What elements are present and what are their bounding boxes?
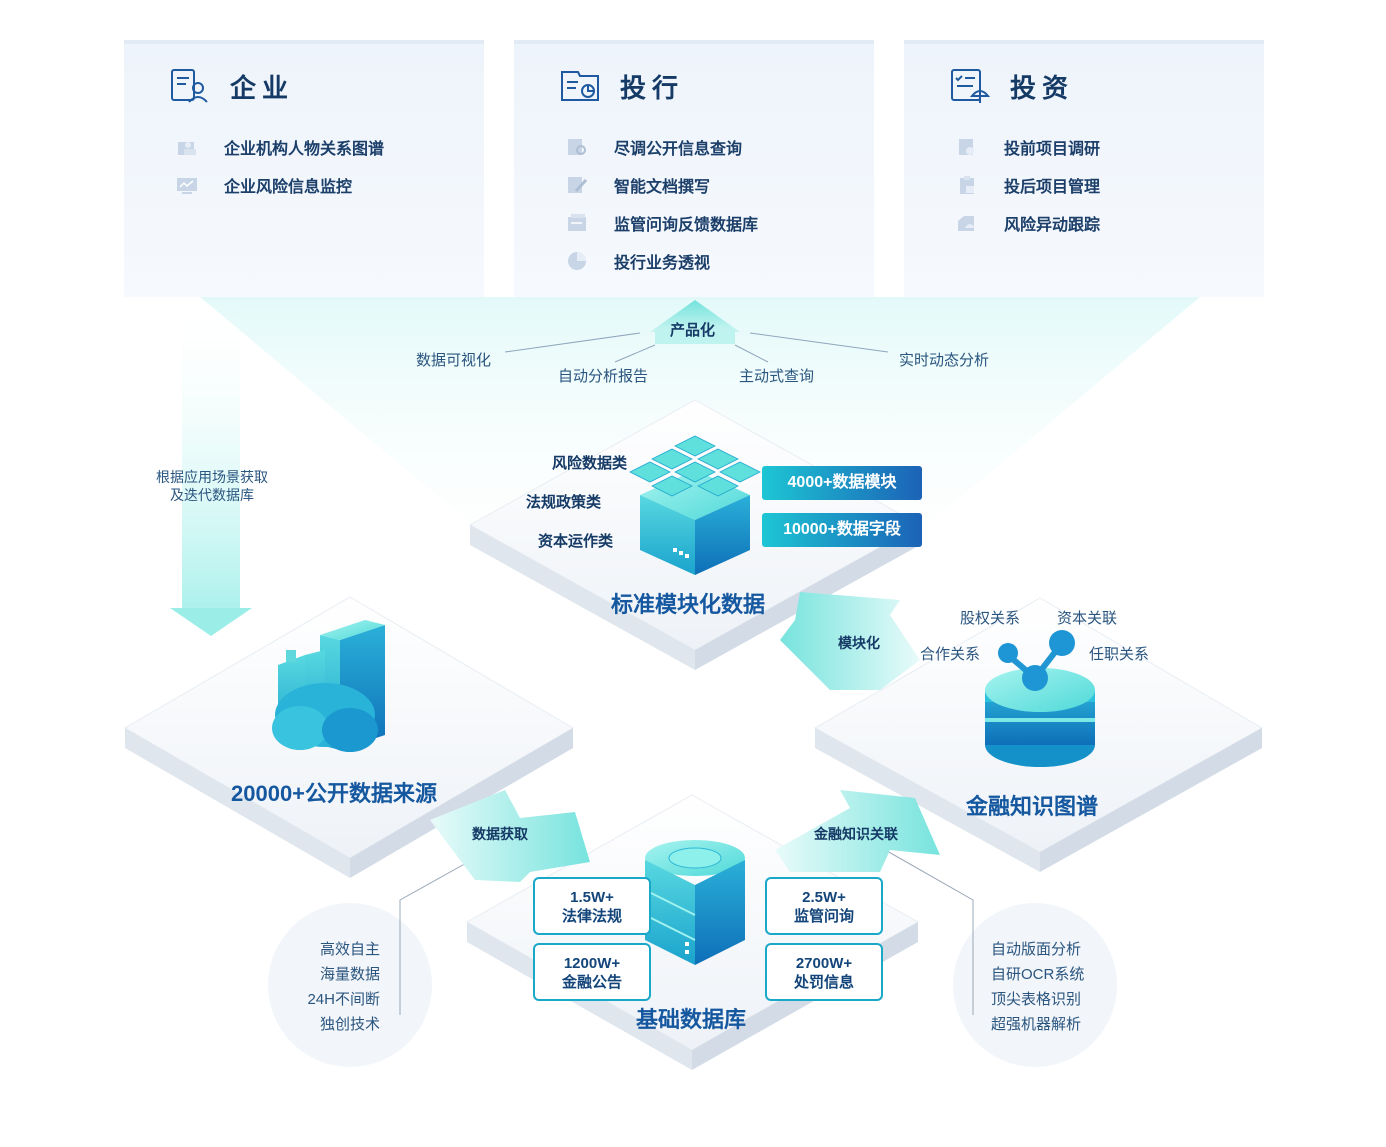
capability-label: 自研OCR系统 <box>991 966 1085 983</box>
modular-arrow-label: 模块化 <box>838 635 880 651</box>
risk-monitor-icon <box>177 178 197 194</box>
standard-data-title: 标准模块化数据 <box>611 592 766 617</box>
panel-item[interactable]: 投前项目调研 <box>956 128 1100 166</box>
stat-box: 2.5W+ 监管问询 <box>765 877 883 935</box>
category-label: 资本运作类 <box>538 533 614 550</box>
panel-item-label: 企业风险信息监控 <box>224 179 353 196</box>
project-manage-icon <box>960 176 974 194</box>
feature-label: 数据可视化 <box>416 352 492 369</box>
panel-item-label: 投行业务透视 <box>614 255 711 272</box>
feature-label: 实时动态分析 <box>899 352 990 369</box>
stat-value: 2.5W+ <box>802 889 846 906</box>
doc-edit-icon <box>568 177 588 193</box>
sources-title: 20000+公开数据来源 <box>231 781 438 806</box>
category-label: 风险数据类 <box>552 455 628 472</box>
capability-label: 自动版面分析 <box>991 941 1082 958</box>
stat-value: 1.5W+ <box>570 889 614 906</box>
investment-bank-report-icon <box>561 71 599 101</box>
product-arrow-label: 产品化 <box>670 322 716 339</box>
panel-item-label: 风险异动跟踪 <box>1004 217 1101 234</box>
stat-label: 金融公告 <box>561 974 622 991</box>
trait-label: 独创技术 <box>319 1016 380 1033</box>
investment-checklist-icon <box>951 69 991 103</box>
panel-item[interactable]: 智能文档撰写 <box>566 166 758 204</box>
panel-item[interactable]: 投行业务透视 <box>566 242 758 280</box>
trait-label: 24H不间断 <box>307 991 380 1008</box>
stat-box: 1200W+ 金融公告 <box>533 943 651 1001</box>
stat-value: 2700W+ <box>795 955 853 972</box>
enterprise-doc-person-icon <box>171 69 208 103</box>
panel-item-label: 企业机构人物关系图谱 <box>224 141 385 158</box>
data-module-badge: 4000+数据模块 <box>762 466 922 500</box>
pie-chart-icon <box>568 252 586 270</box>
panel-title: 投行 <box>620 72 685 103</box>
panel-investment: 投资 投前项目调研 投后项目管理 风险异动跟踪 <box>904 40 1264 297</box>
capability-label: 顶尖表格识别 <box>991 991 1082 1008</box>
panel-item-label: 投前项目调研 <box>1004 141 1101 158</box>
data-field-badge: 10000+数据字段 <box>762 513 922 547</box>
base-db-title: 基础数据库 <box>636 1007 747 1032</box>
org-chart-icon <box>178 142 196 155</box>
research-doc-icon <box>959 139 974 155</box>
panel-investment-banking: 投行 尽调公开信息查询 智能文档撰写 监管问询反馈数据库 投行业务透视 <box>514 40 874 297</box>
knowledge-graph-title: 金融知识图谱 <box>966 794 1099 819</box>
feature-label: 自动分析报告 <box>558 368 649 385</box>
doc-search-icon <box>568 139 586 155</box>
stat-box: 2700W+ 处罚信息 <box>765 943 883 1001</box>
panel-enterprise: 企业 企业机构人物关系图谱 企业风险信息监控 <box>124 40 484 297</box>
relation-label: 资本关联 <box>1057 610 1118 627</box>
panel-item-label: 投后项目管理 <box>1004 179 1101 196</box>
category-label: 法规政策类 <box>526 494 602 511</box>
panel-item[interactable]: 风险异动跟踪 <box>956 204 1100 242</box>
trait-label: 海量数据 <box>319 966 380 983</box>
panel-item[interactable]: 企业风险信息监控 <box>176 166 384 204</box>
knowledge-link-label: 金融知识关联 <box>814 826 898 842</box>
source-traits-list: 高效自主 海量数据 24H不间断 独创技术 <box>280 937 380 1037</box>
panel-item[interactable]: 企业机构人物关系图谱 <box>176 128 384 166</box>
relation-label: 合作关系 <box>920 646 981 663</box>
data-acquisition-label: 数据获取 <box>472 826 528 842</box>
stat-label: 法律法规 <box>561 908 622 925</box>
panel-item-label: 尽调公开信息查询 <box>614 141 743 158</box>
panel-item-label: 监管问询反馈数据库 <box>614 217 759 234</box>
stat-label: 监管问询 <box>793 908 854 925</box>
stat-label: 处罚信息 <box>793 974 854 991</box>
panel-title: 企业 <box>230 72 295 103</box>
capability-label: 超强机器解析 <box>991 1016 1082 1033</box>
panel-item[interactable]: 监管问询反馈数据库 <box>566 204 758 242</box>
trait-label: 高效自主 <box>319 941 380 958</box>
stat-value: 1200W+ <box>563 955 621 972</box>
panel-item[interactable]: 投后项目管理 <box>956 166 1100 204</box>
panel-title: 投资 <box>1010 72 1075 103</box>
capabilities-list: 自动版面分析 自研OCR系统 顶尖表格识别 超强机器解析 <box>991 937 1111 1037</box>
stat-box: 1.5W+ 法律法规 <box>533 877 651 935</box>
feedback-db-icon <box>568 214 586 231</box>
feature-label: 主动式查询 <box>739 368 815 385</box>
risk-track-icon <box>958 216 975 231</box>
left-flow-label: 根据应用场景获取 及迭代数据库 <box>156 469 268 503</box>
panel-item[interactable]: 尽调公开信息查询 <box>566 128 758 166</box>
relation-label: 股权关系 <box>960 610 1021 627</box>
relation-label: 任职关系 <box>1089 646 1150 663</box>
panel-item-label: 智能文档撰写 <box>614 179 711 196</box>
